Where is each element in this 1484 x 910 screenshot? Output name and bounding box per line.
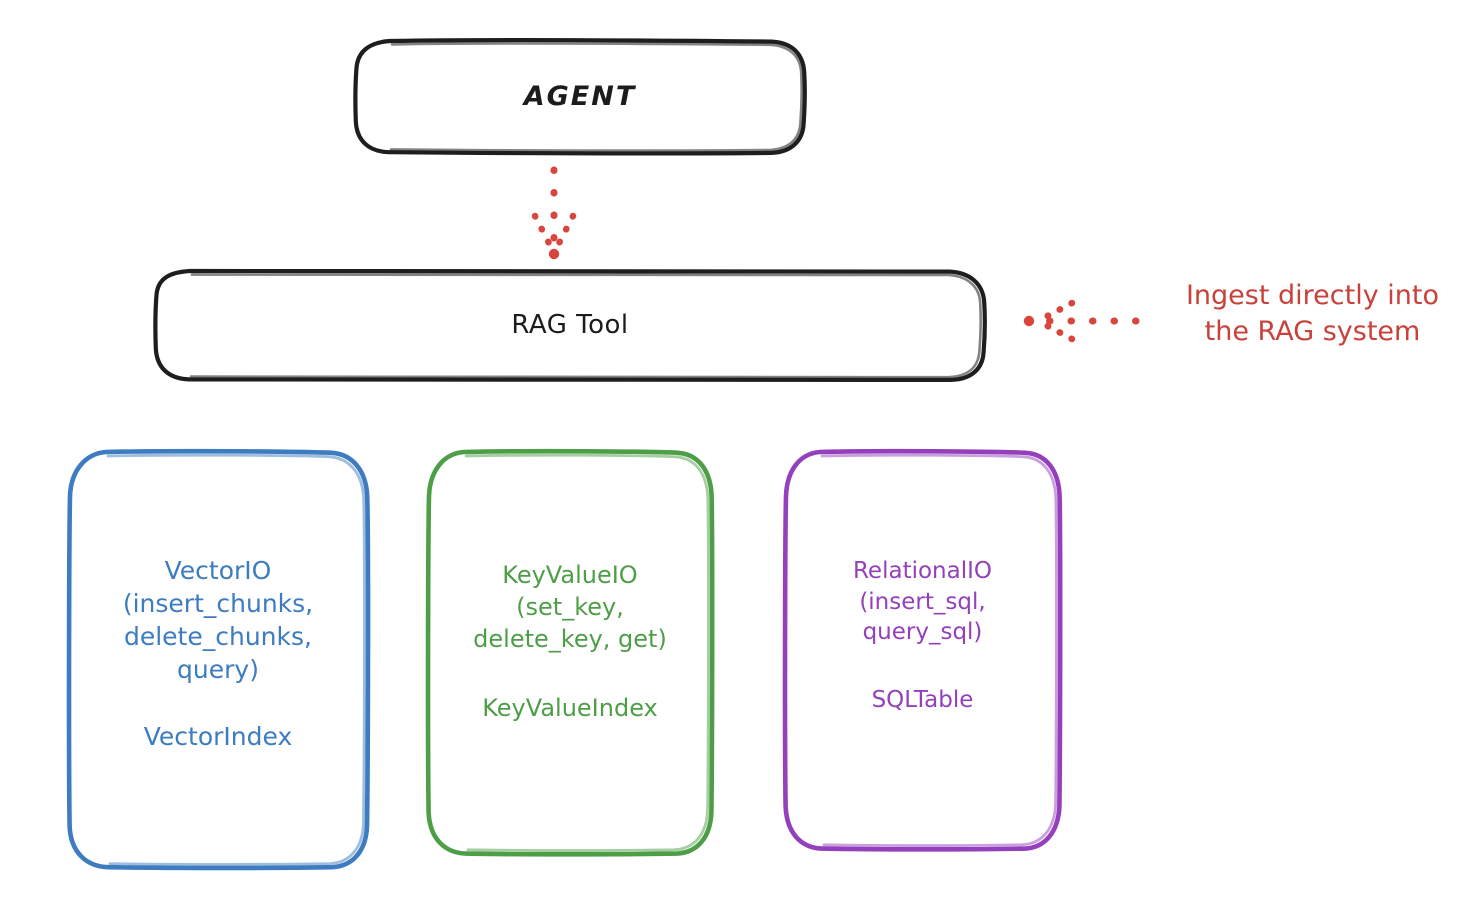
node-vector-io-api-label: VectorIO (insert_chunks, delete_chunks, … [122,555,314,684]
node-key-value-io-api-label: KeyValueIO (set_key, delete_key, get) [473,561,667,653]
node-rag-tool-label: RAG Tool [511,310,629,340]
node-key-value-io-index-label: KeyValueIndex [482,694,658,723]
agent-box-outline [353,37,807,156]
relational-io-box-outline [782,448,1063,852]
rag-tool-box-outline [153,267,987,383]
node-vector-io-content: VectorIO (insert_chunks, delete_chunks, … [68,554,368,753]
key-value-io-box-outline [425,448,715,857]
connector-annotation-to-rag-tool [1023,299,1140,343]
node-relational-io-table-label: SQLTable [871,687,974,714]
vector-io-box-outline [66,448,371,871]
connector-agent-to-rag-tool [531,166,577,260]
node-relational-io-api-label: RelationalIO (insert_sql, query_sql) [852,558,992,645]
node-key-value-io[interactable]: KeyValueIO (set_key, delete_key, get) Ke… [428,450,712,855]
node-vector-io-index-label: VectorIndex [143,721,293,751]
node-agent[interactable]: AGENT [355,40,805,153]
node-vector-io[interactable]: VectorIO (insert_chunks, delete_chunks, … [68,450,368,868]
node-agent-label: AGENT [523,81,637,112]
node-key-value-io-content: KeyValueIO (set_key, delete_key, get) Ke… [428,560,712,725]
node-rag-tool[interactable]: RAG Tool [155,270,985,380]
node-relational-io[interactable]: RelationalIO (insert_sql, query_sql) SQL… [785,450,1060,850]
node-relational-io-content: RelationalIO (insert_sql, query_sql) SQL… [785,556,1060,715]
annotation-ingest-note: Ingest directly into the RAG system [1185,280,1440,348]
